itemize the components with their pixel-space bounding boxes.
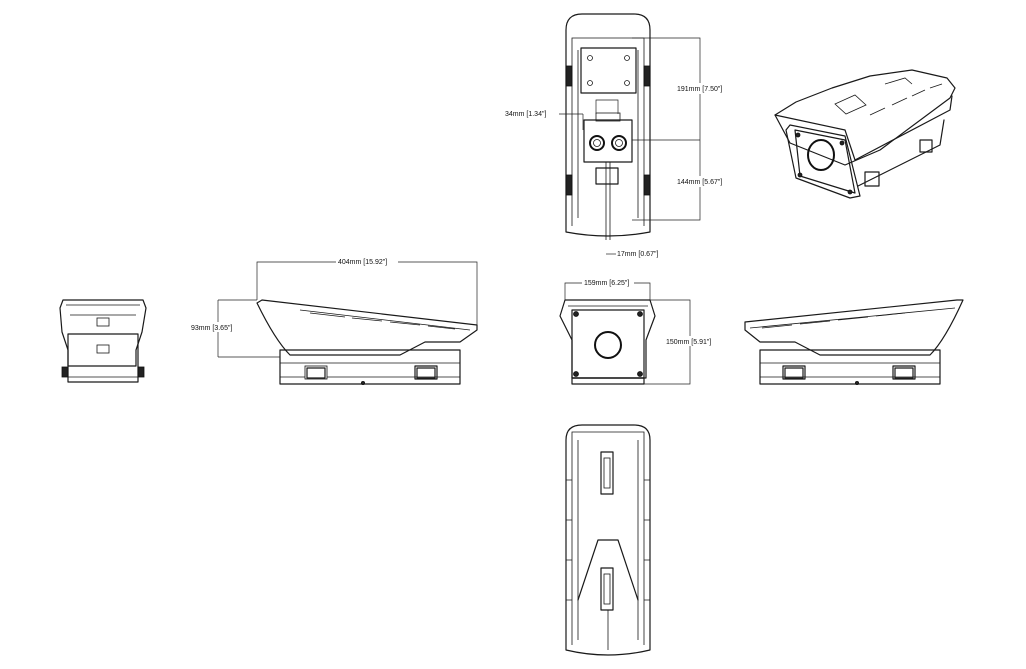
bottom-view — [565, 424, 651, 656]
rear-end-view — [59, 299, 147, 383]
front-view-dimensions: 159mm [6.25"] 150mm [5.91"] — [564, 277, 716, 385]
isometric-view — [774, 69, 956, 199]
front-view — [559, 299, 656, 385]
dim-404: 404mm [15.92"] — [338, 259, 387, 266]
dim-191: 191mm [7.50"] — [677, 86, 722, 93]
side-view-dimensions: 404mm [15.92"] 93mm [3.65"] — [189, 256, 478, 358]
top-view — [565, 13, 651, 240]
dim-144: 144mm [5.67"] — [677, 179, 722, 186]
dim-150: 150mm [5.91"] — [666, 339, 711, 346]
side-view-left — [256, 299, 478, 385]
dim-17: 17mm [0.67"] — [617, 251, 658, 258]
dim-93: 93mm [3.65"] — [191, 325, 232, 332]
dim-34: 34mm [1.34"] — [505, 111, 546, 118]
top-view-dimensions: 191mm [7.50"] 144mm [5.67"] 34mm [1.34"]… — [505, 37, 727, 258]
dim-159: 159mm [6.25"] — [584, 280, 629, 287]
side-view-right — [744, 299, 964, 385]
